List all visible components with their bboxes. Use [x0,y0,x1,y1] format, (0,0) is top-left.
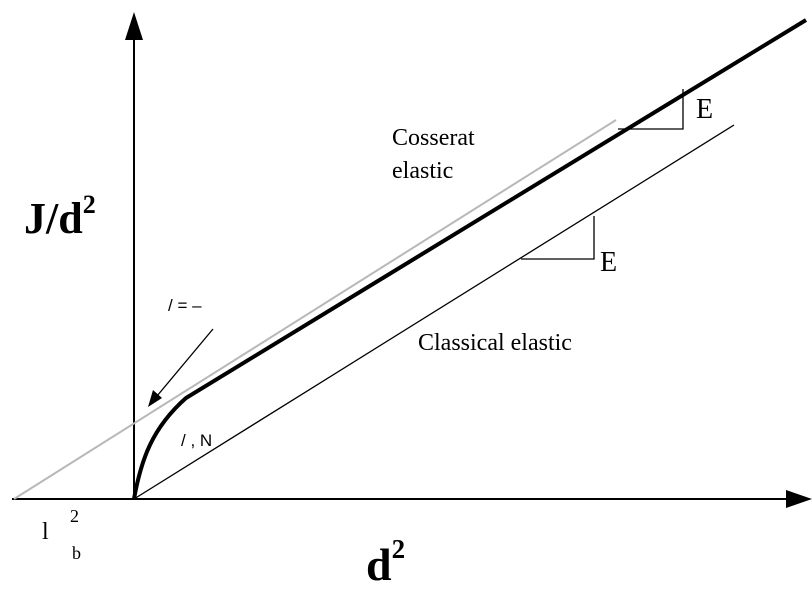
intercept-annotation-arrow [151,328,214,403]
slope-triangle-lower [521,216,595,260]
x-intercept-label-superscript: 2 [70,506,79,526]
x-intercept-label-subscript: b [72,543,81,563]
y-axis-label: J/d2 [24,190,96,243]
cosserat-label-line2: elastic [392,158,453,184]
cosserat-elastic-curve [132,18,808,500]
intercept-annotation: / = – [168,296,202,315]
cosserat-label-line1: Cosserat [392,125,475,151]
intercept-annotation-arrowhead [148,390,162,407]
slope-label-upper: E [696,94,713,125]
slope-triangle-upper [618,89,684,130]
gray-asymptote-line [13,119,617,500]
slope-label-lower: E [600,247,617,278]
y-axis-label-superscript: 2 [83,190,96,219]
x-axis-arrowhead [786,490,812,508]
classical-elastic-line [133,124,735,500]
curve-annotation: / , N [181,431,212,450]
y-axis-arrowhead [125,12,143,40]
x-axis-label-superscript: 2 [392,534,406,564]
x-intercept-label: l [42,519,49,545]
x-axis-label: d2 [366,534,405,590]
classical-label: Classical elastic [418,330,572,356]
